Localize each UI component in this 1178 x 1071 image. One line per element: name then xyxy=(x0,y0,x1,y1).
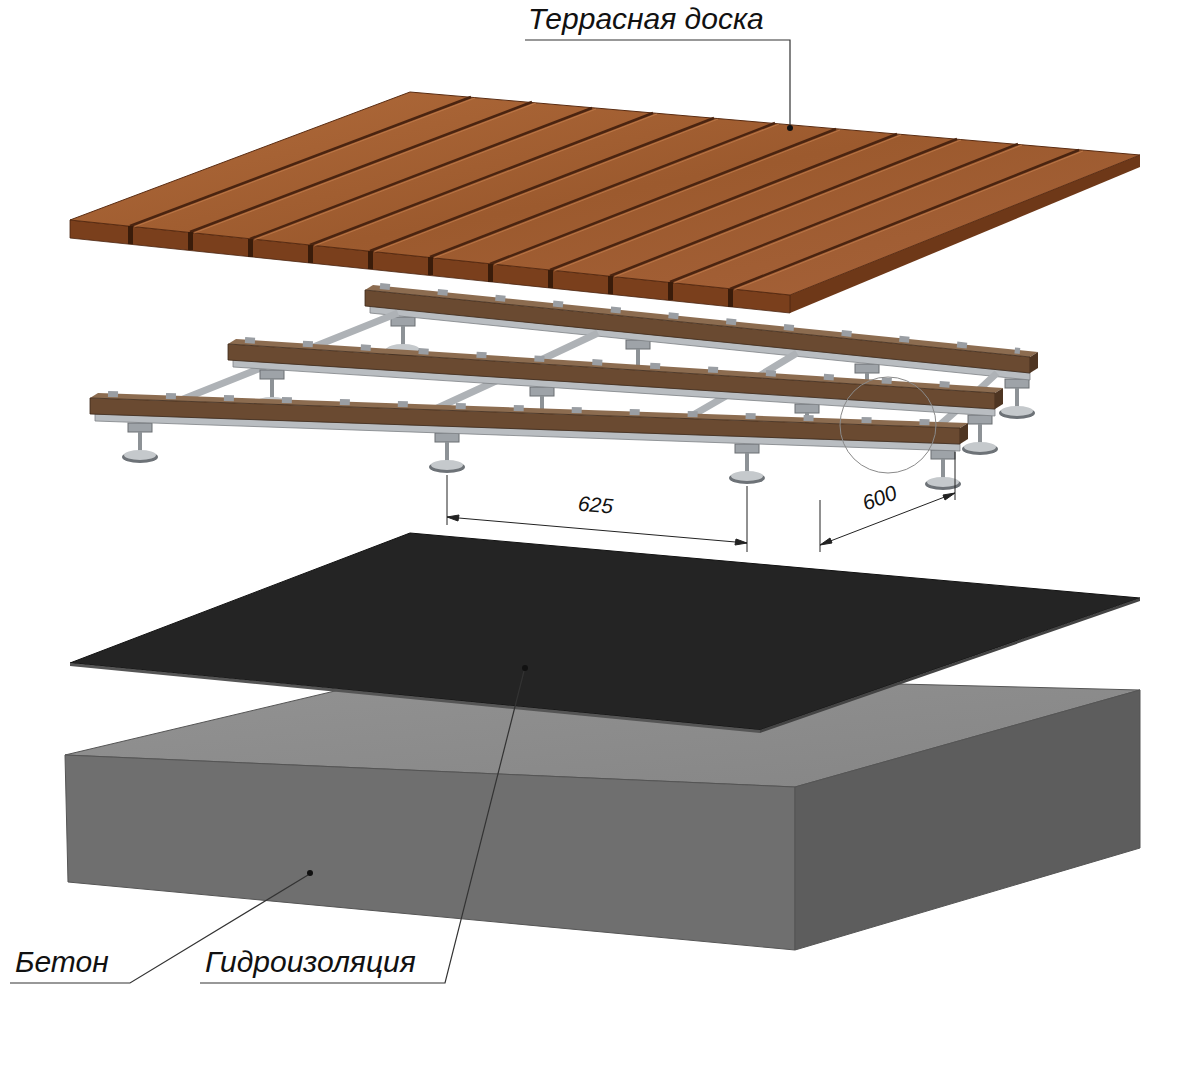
decking-boards xyxy=(128,226,133,244)
waterproofing-membrane xyxy=(70,533,1140,730)
adjustable-support xyxy=(795,404,819,413)
dimension-value: 600 xyxy=(859,481,900,516)
decking-boards xyxy=(490,129,836,264)
leader-dot xyxy=(307,125,793,876)
decking-boards xyxy=(374,119,718,252)
dimension-line xyxy=(447,515,459,521)
decking-boards xyxy=(308,245,313,263)
adjustable-support xyxy=(731,471,763,481)
decking-boards xyxy=(494,130,840,265)
dimension-line xyxy=(747,486,748,552)
decking-boards xyxy=(310,113,653,245)
decking-boards xyxy=(248,239,253,257)
decking-boards xyxy=(188,232,193,250)
decking-boards xyxy=(608,276,613,294)
joist xyxy=(245,340,985,387)
decking-boards xyxy=(128,226,733,307)
decking-boards xyxy=(614,140,961,277)
decking-boards xyxy=(674,145,1022,283)
adjustable-support xyxy=(962,443,998,455)
decking-boards xyxy=(670,144,1018,282)
adjustable-support xyxy=(999,407,1035,419)
adjustable-support xyxy=(124,450,156,460)
waterproofing-membrane xyxy=(70,533,1140,733)
decking-boards xyxy=(194,103,536,233)
decking-boards xyxy=(428,257,433,275)
adjustable-support xyxy=(735,444,759,453)
decking-boards xyxy=(548,270,553,288)
decking-boards xyxy=(734,151,1083,290)
joist xyxy=(108,394,950,423)
leader-dot xyxy=(307,870,313,876)
decking-boards xyxy=(130,97,471,226)
adjustable-support xyxy=(530,387,554,396)
adjustable-support xyxy=(1005,379,1029,388)
decking-boards xyxy=(370,118,714,251)
leader-line xyxy=(200,671,524,983)
adjustable-support xyxy=(122,451,158,463)
decking-boards xyxy=(190,102,532,232)
dimension-line xyxy=(735,539,747,545)
detail-circle xyxy=(840,377,936,473)
dimension-line xyxy=(447,452,955,552)
adjustable-support xyxy=(855,364,879,373)
adjustable-support xyxy=(931,450,955,459)
decking-boards xyxy=(134,98,1083,290)
joist xyxy=(90,393,968,451)
joist xyxy=(90,398,960,444)
decking-boards xyxy=(730,150,1079,289)
decking-boards xyxy=(554,135,901,271)
leader-dot xyxy=(787,125,793,131)
decking-boards xyxy=(70,92,1140,295)
adjustable-support xyxy=(968,415,992,424)
leader-line xyxy=(525,40,790,126)
decking-boards xyxy=(434,124,779,258)
decking-boards xyxy=(488,264,493,282)
concrete-slab xyxy=(795,690,1140,950)
decking-boards xyxy=(550,134,897,270)
adjustable-support xyxy=(927,477,959,487)
decking-boards xyxy=(368,251,373,269)
dimension-line xyxy=(943,493,955,500)
adjustable-support xyxy=(391,317,415,326)
leader-line xyxy=(10,40,790,983)
adjustable-support xyxy=(431,460,463,470)
dimension-line xyxy=(447,517,747,543)
adjustable-support xyxy=(128,423,152,432)
decking-boards xyxy=(134,98,475,227)
decking-boards xyxy=(130,97,1079,289)
waterproofing-membrane xyxy=(70,663,760,733)
part-label: Бетон xyxy=(15,945,109,980)
decking-boards xyxy=(254,109,596,240)
decking-boards xyxy=(610,139,957,276)
decking-boards xyxy=(668,282,673,300)
decking-boards xyxy=(430,123,775,257)
concrete-slab xyxy=(65,755,795,950)
adjustable-support xyxy=(925,478,961,490)
waterproofing-membrane xyxy=(760,598,1140,733)
adjustable-support xyxy=(429,461,465,473)
joist xyxy=(995,388,1003,409)
detail-circle xyxy=(840,377,936,473)
adjustable-support xyxy=(260,370,284,379)
dimension-value: 625 xyxy=(577,492,614,519)
leader-dot xyxy=(522,665,528,671)
part-label: Террасная доска xyxy=(528,2,764,37)
adjustable-support xyxy=(1001,406,1033,416)
decking-boards xyxy=(728,289,733,307)
decking-boards xyxy=(314,114,657,246)
joist xyxy=(960,423,968,444)
decking-boards xyxy=(70,92,1140,313)
dimension-line xyxy=(820,538,832,545)
decking-boards xyxy=(250,108,592,239)
part-label: Гидроизоляция xyxy=(205,945,416,980)
adjustable-support xyxy=(729,472,765,484)
adjustable-support xyxy=(435,433,459,442)
adjustable-support xyxy=(964,442,996,452)
joist xyxy=(1030,352,1038,373)
